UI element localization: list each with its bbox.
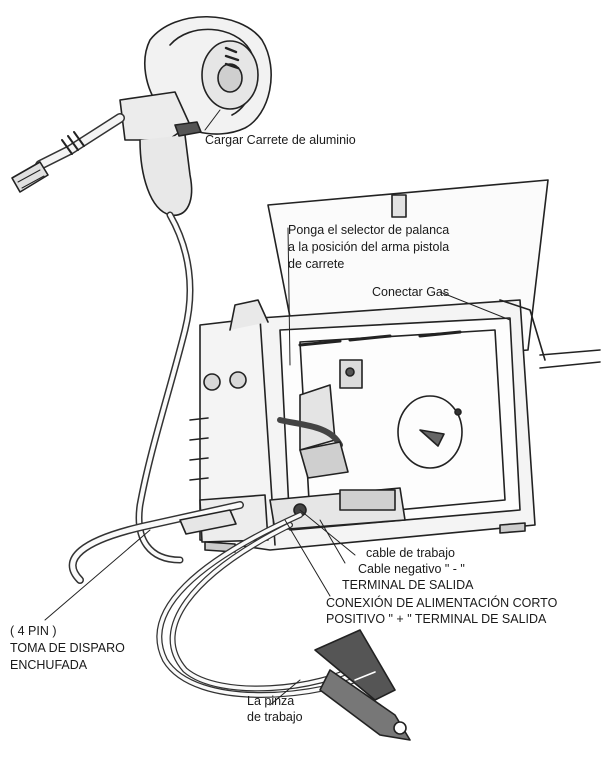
spool-gun <box>11 15 272 216</box>
power-label-line-2: POSITIVO " + " TERMINAL DE SALIDA <box>326 612 547 626</box>
trigger-label-line-3: ENCHUFADA <box>10 658 88 672</box>
spool-label: Cargar Carrete de aluminio <box>205 133 356 147</box>
work-cable-label-line-3: TERMINAL DE SALIDA <box>342 578 474 592</box>
trigger-label-line-1: ( 4 PIN ) <box>10 624 57 638</box>
work-cable <box>68 501 383 698</box>
leader-lines <box>44 109 511 706</box>
selector-label-line-2: a la posición del arma pistola <box>288 240 450 254</box>
welder-unit <box>189 179 601 553</box>
work-clamp <box>314 629 411 741</box>
gun-cable <box>135 211 194 564</box>
work-cable-label-line-1: cable de trabajo <box>366 546 455 560</box>
selector-label-line-1: Ponga el selector de palanca <box>288 223 450 237</box>
work-cable-label-line-2: Cable negativo " - " <box>358 562 465 576</box>
clamp-label-line-2: de trabajo <box>247 710 303 724</box>
selector-label-line-3: de carrete <box>288 257 345 271</box>
power-label-line-1: CONEXIÓN DE ALIMENTACIÓN CORTO <box>326 596 558 610</box>
trigger-label-line-2: TOMA DE DISPARO <box>10 641 125 655</box>
gas-label: Conectar Gas <box>372 285 450 299</box>
clamp-label-line-1: La pinza <box>247 694 295 708</box>
